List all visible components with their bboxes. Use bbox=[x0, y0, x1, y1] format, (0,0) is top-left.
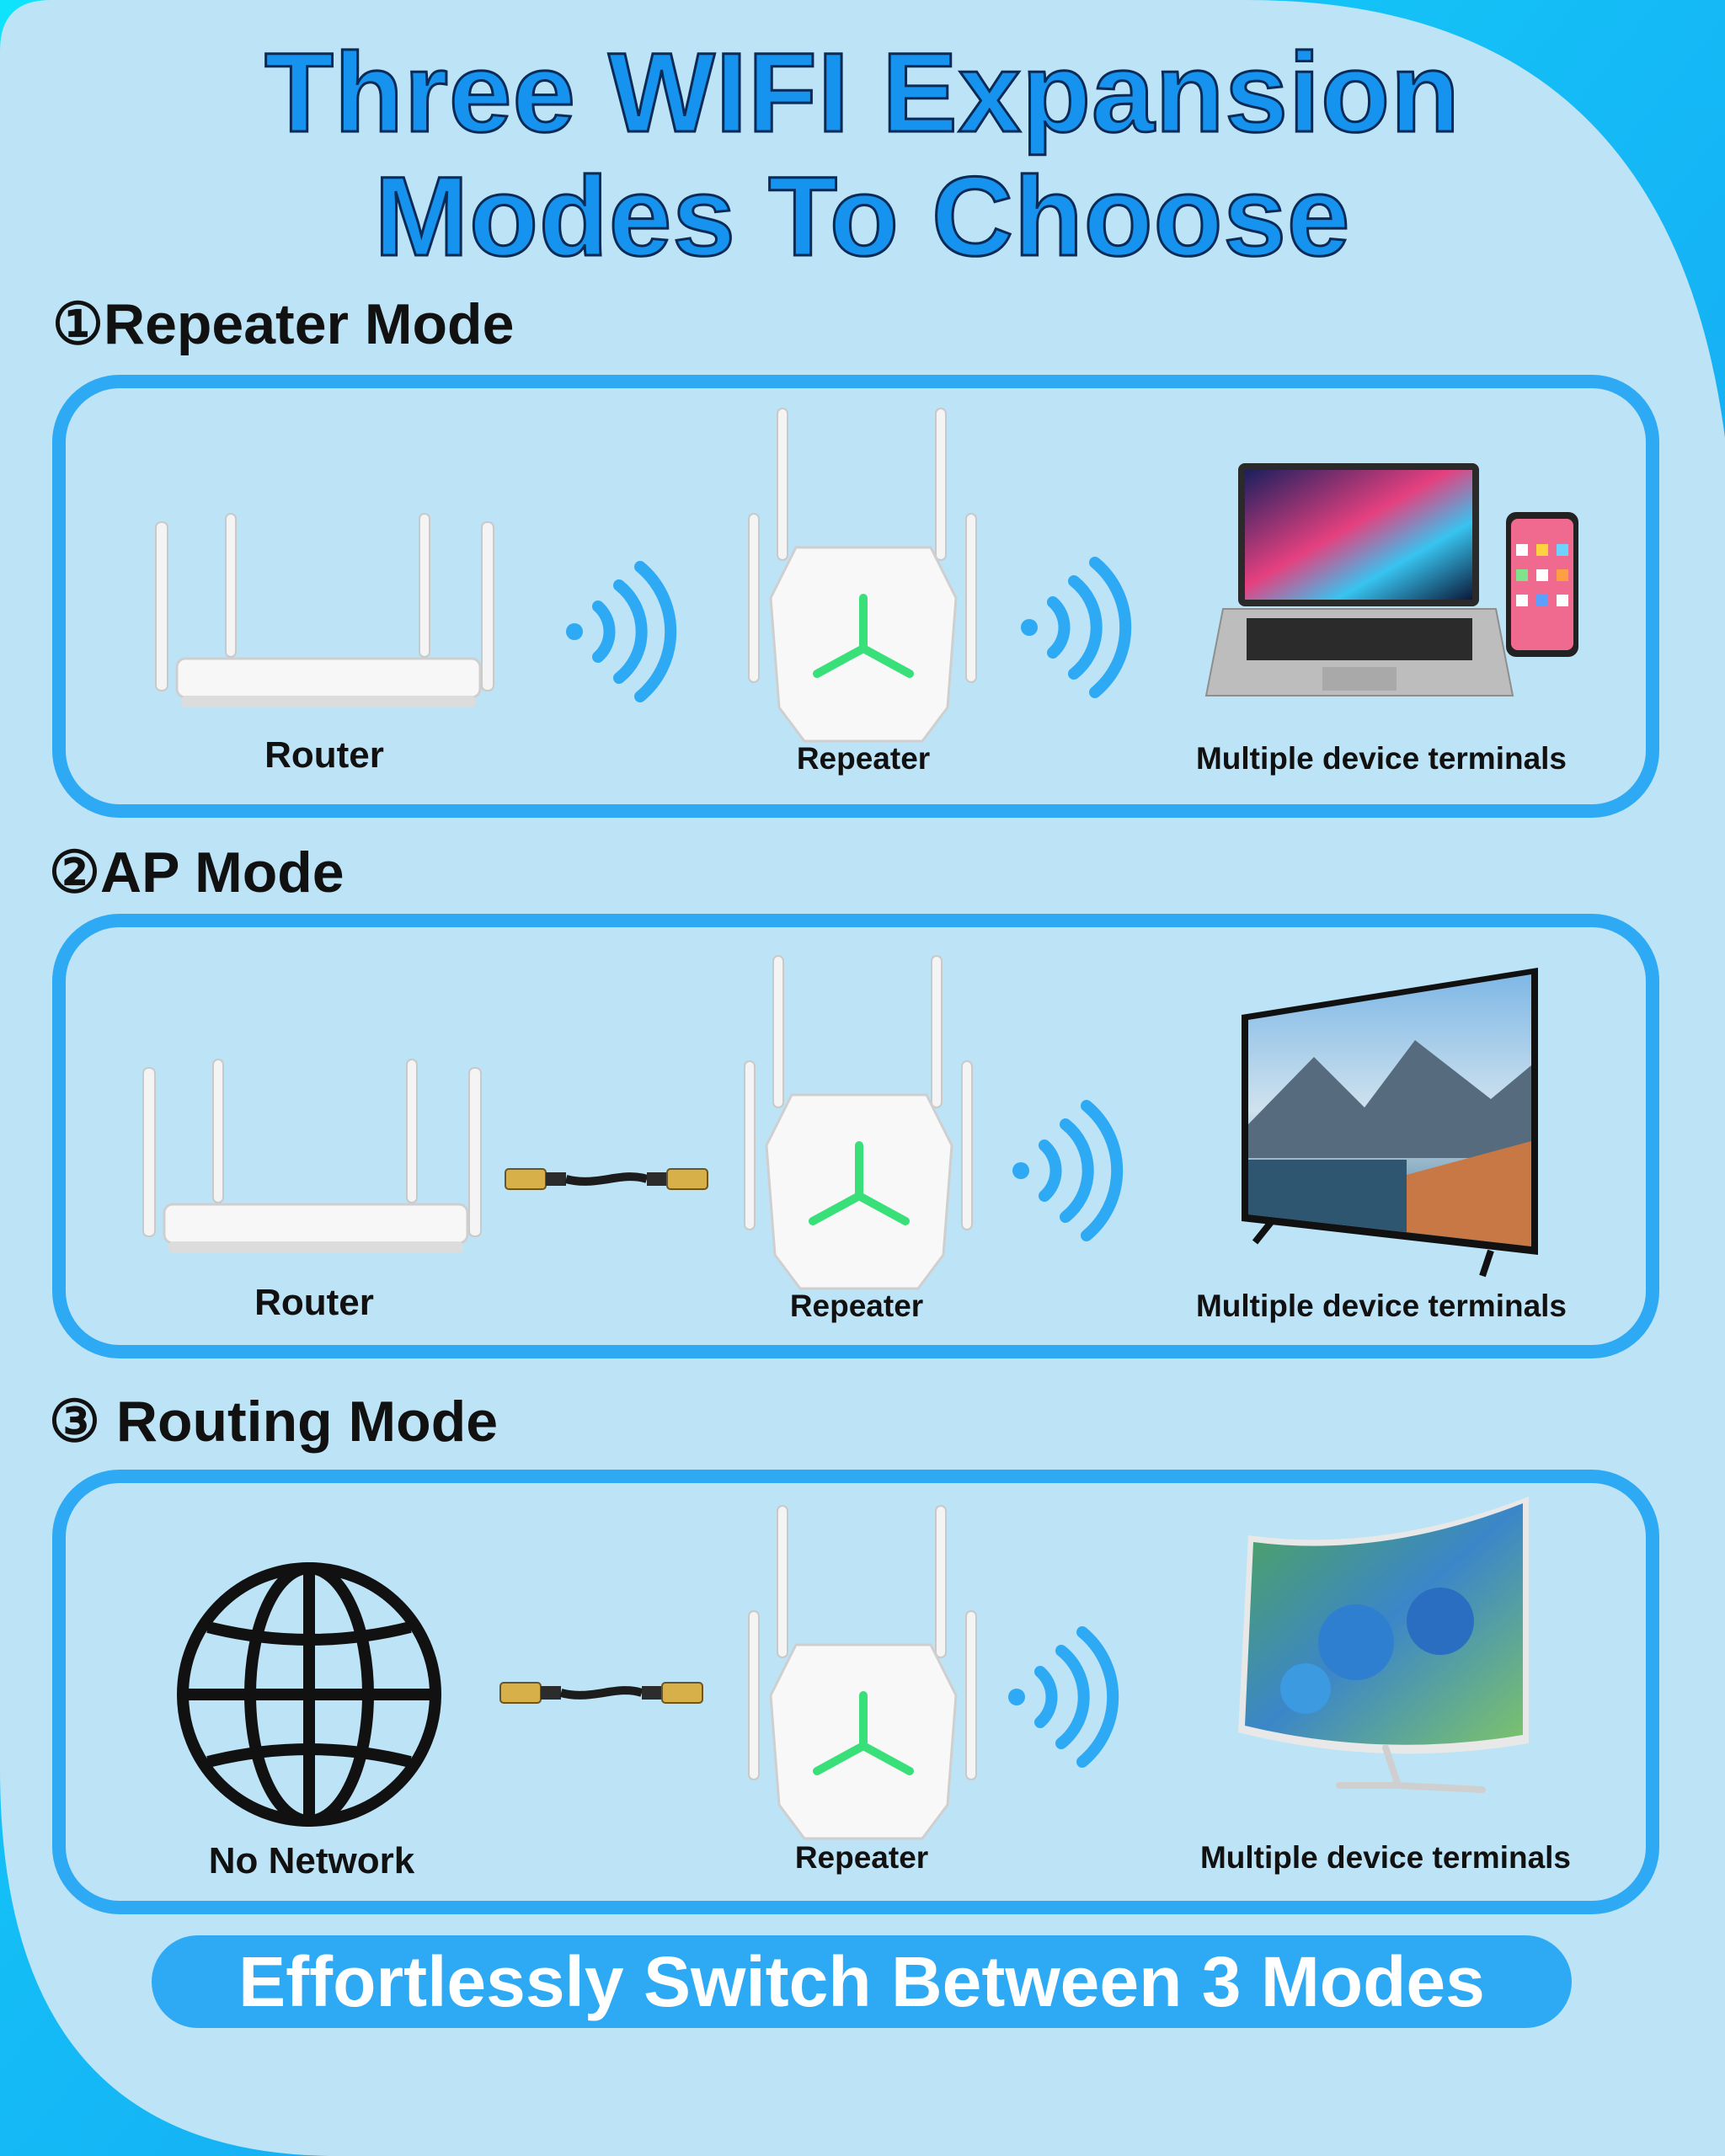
section-heading-repeater-mode: ①Repeater Mode bbox=[52, 292, 515, 356]
middle-device-label: Repeater bbox=[794, 1840, 929, 1875]
laptop-icon bbox=[1204, 463, 1514, 696]
router-icon bbox=[142, 1059, 482, 1253]
wifi-signal-icon bbox=[566, 561, 677, 702]
panel-repeater-mode bbox=[52, 375, 1659, 818]
router-icon bbox=[155, 513, 494, 707]
footer-text: Effortlessly Switch Between 3 Modes bbox=[238, 1942, 1485, 2021]
panel-routing-mode bbox=[52, 1470, 1659, 1914]
footer-banner: Effortlessly Switch Between 3 Modes bbox=[152, 1935, 1572, 2028]
right-device-label: Multiple device terminals bbox=[1195, 1289, 1567, 1323]
left-device-label: Router bbox=[254, 1282, 374, 1323]
smartphone-icon bbox=[1506, 512, 1578, 657]
ethernet-cable-icon bbox=[505, 1168, 708, 1190]
middle-device-label: Repeater bbox=[789, 1289, 924, 1323]
main-title-line1: Three WIFI Expansion bbox=[264, 29, 1461, 157]
middle-device-label: Repeater bbox=[796, 741, 931, 776]
ethernet-cable-icon bbox=[499, 1682, 703, 1704]
repeater-icon bbox=[748, 408, 977, 743]
wifi-signal-icon bbox=[1021, 557, 1132, 698]
left-device-label: No Network bbox=[208, 1840, 415, 1881]
panel-ap-mode bbox=[52, 914, 1659, 1358]
left-device-label: Router bbox=[264, 734, 384, 776]
section-heading-ap-mode: ②AP Mode bbox=[49, 841, 344, 905]
repeater-icon bbox=[748, 1505, 977, 1840]
wifi-signal-icon bbox=[1008, 1626, 1119, 1768]
right-device-label: Multiple device terminals bbox=[1195, 741, 1567, 776]
globe-icon bbox=[177, 1562, 441, 1827]
tv-icon bbox=[1242, 968, 1538, 1278]
right-device-label: Multiple device terminals bbox=[1199, 1840, 1572, 1875]
section-heading-routing-mode: ③ Routing Mode bbox=[49, 1390, 499, 1454]
main-title-line2: Modes To Choose bbox=[373, 153, 1351, 281]
monitor-icon bbox=[1238, 1497, 1529, 1793]
repeater-icon bbox=[744, 955, 973, 1290]
wifi-signal-icon bbox=[1012, 1100, 1124, 1241]
